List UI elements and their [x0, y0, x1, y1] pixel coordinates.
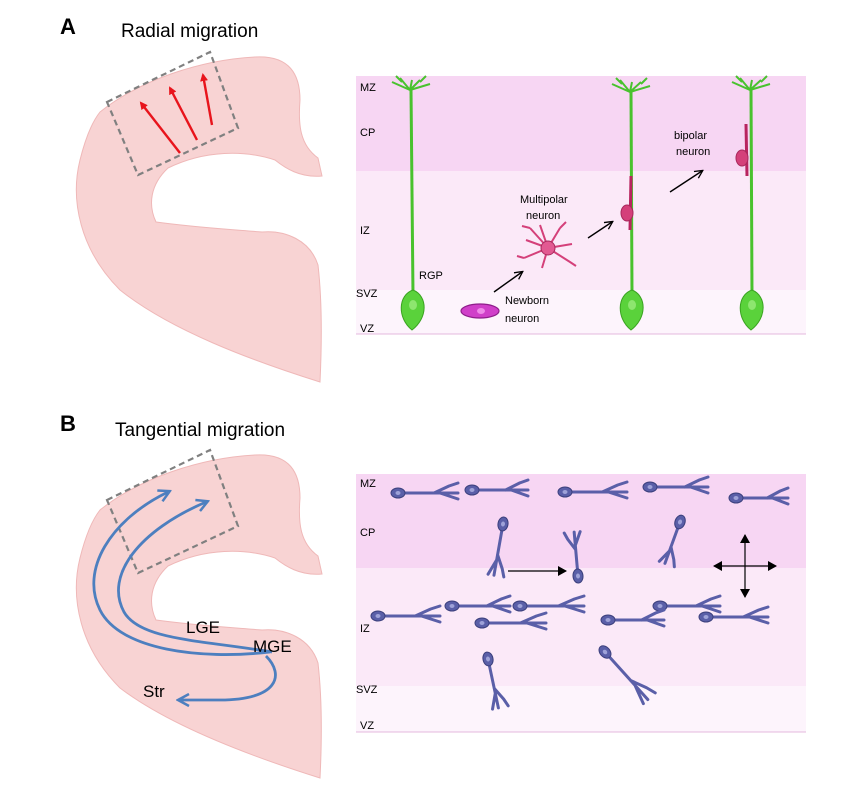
interneuron	[728, 486, 790, 506]
brain-section-b	[75, 448, 323, 779]
arrow-to-bipolar	[669, 171, 702, 193]
multipolar-neuron	[516, 221, 577, 269]
panel-b-letter: B	[60, 411, 76, 436]
dashed-box-b	[105, 448, 240, 575]
panel-a-title: Radial migration	[121, 21, 259, 42]
rgp-cell-3	[731, 75, 771, 331]
interneuron	[486, 516, 509, 579]
interneuron-nucleus	[500, 521, 506, 527]
interneuron-nucleus	[605, 618, 611, 622]
interneuron	[657, 514, 686, 569]
interneuron-process	[658, 594, 722, 614]
interneuron-process	[486, 657, 510, 711]
dashed-box-a	[105, 50, 240, 177]
migrating-neuron-1	[620, 175, 634, 231]
interneuron-nucleus	[647, 485, 653, 489]
interneuron-group	[370, 475, 790, 711]
interneuron	[652, 594, 722, 614]
interneuron	[562, 530, 584, 584]
layer-label-cp-b: CP	[360, 527, 375, 539]
interneuron-nucleus	[657, 604, 663, 608]
arrow-newborn-to-multipolar	[493, 272, 522, 293]
layer-label-vz-b: VZ	[360, 720, 374, 732]
interneuron-process	[603, 650, 657, 706]
interneuron	[698, 605, 770, 625]
interneuron-nucleus	[677, 519, 683, 525]
panel-a-letter: A	[60, 14, 76, 39]
four-way-arrow	[713, 534, 777, 598]
interneuron-nucleus	[485, 656, 491, 662]
str-label: Str	[143, 682, 165, 701]
interneuron-process	[648, 475, 710, 495]
interneuron-process	[450, 594, 512, 614]
interneuron-process	[480, 611, 548, 631]
interneuron-process	[486, 522, 506, 579]
interneuron	[482, 651, 510, 711]
layer-label-svz-b: SVZ	[356, 684, 378, 696]
layer-label-mz-b: MZ	[360, 478, 376, 490]
interneuron	[642, 475, 710, 495]
interneuron-nucleus	[517, 604, 523, 608]
interneuron-process	[734, 486, 790, 506]
interneuron-nucleus	[395, 491, 401, 495]
interneuron-nucleus	[562, 490, 568, 494]
interneuron	[600, 608, 666, 628]
interneuron-process	[396, 481, 460, 501]
bipolar-label-2: neuron	[676, 146, 710, 158]
interneuron	[464, 478, 530, 498]
interneuron-nucleus	[375, 614, 381, 618]
interneuron-process	[606, 608, 666, 628]
interneuron	[370, 604, 442, 624]
interneuron-nucleus	[449, 604, 455, 608]
interneuron	[474, 611, 548, 631]
rgp-cell-1	[391, 75, 431, 331]
rgp-label: RGP	[419, 270, 443, 282]
interneuron-process	[657, 520, 682, 569]
migrating-neuron-2	[735, 123, 749, 177]
interneuron-nucleus	[479, 621, 485, 625]
cortex-layers-a	[356, 76, 806, 335]
tangential-arrows	[92, 492, 277, 700]
layer-label-mz-a: MZ	[360, 82, 376, 94]
newborn-neuron	[460, 303, 500, 319]
interneuron-process	[376, 604, 442, 624]
interneuron	[512, 594, 586, 614]
mge-label: MGE	[253, 637, 292, 656]
bipolar-label-1: bipolar	[674, 130, 707, 142]
interneuron-process	[470, 478, 530, 498]
arrow-multipolar-to-migrating	[587, 222, 612, 239]
layer-label-cp-a: CP	[360, 127, 375, 139]
interneuron-process	[562, 530, 582, 578]
lge-label: LGE	[186, 618, 220, 637]
radial-arrows	[139, 73, 214, 154]
newborn-label-2: neuron	[505, 313, 539, 325]
interneuron-process	[563, 480, 629, 500]
interneuron	[557, 480, 629, 500]
interneuron	[598, 645, 657, 706]
panel-b-title: Tangential migration	[115, 420, 286, 441]
interneuron	[390, 481, 460, 501]
interneuron-nucleus	[703, 615, 709, 619]
interneuron-nucleus	[575, 573, 581, 579]
multipolar-label-1: Multipolar	[520, 194, 568, 206]
interneuron-nucleus	[733, 496, 739, 500]
multipolar-label-2: neuron	[526, 210, 560, 222]
interneuron-nucleus	[469, 488, 475, 492]
interneuron-nucleus	[602, 649, 608, 655]
layer-label-svz-a: SVZ	[356, 288, 378, 300]
layer-label-iz-b: IZ	[360, 623, 370, 635]
interneuron	[444, 594, 512, 614]
interneuron-process	[518, 594, 586, 614]
interneuron-process	[704, 605, 770, 625]
cortex-layers-b	[356, 474, 806, 733]
brain-section-a	[75, 50, 323, 383]
layer-label-iz-a: IZ	[360, 225, 370, 237]
layer-label-vz-a: VZ	[360, 323, 374, 335]
newborn-label-1: Newborn	[505, 295, 549, 307]
